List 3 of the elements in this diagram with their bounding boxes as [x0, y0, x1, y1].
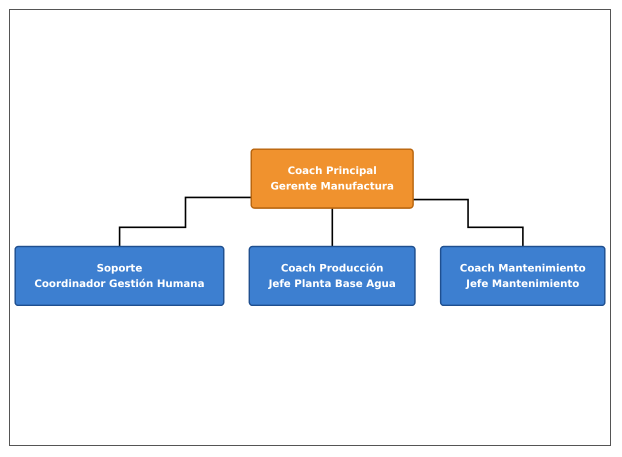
connector — [332, 208, 334, 248]
connector — [413, 199, 524, 248]
connector — [118, 196, 252, 248]
